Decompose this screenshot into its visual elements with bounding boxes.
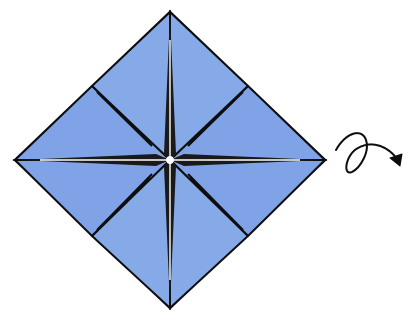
turn-over-arrow-icon <box>336 133 402 172</box>
center-star-crease <box>17 14 323 306</box>
